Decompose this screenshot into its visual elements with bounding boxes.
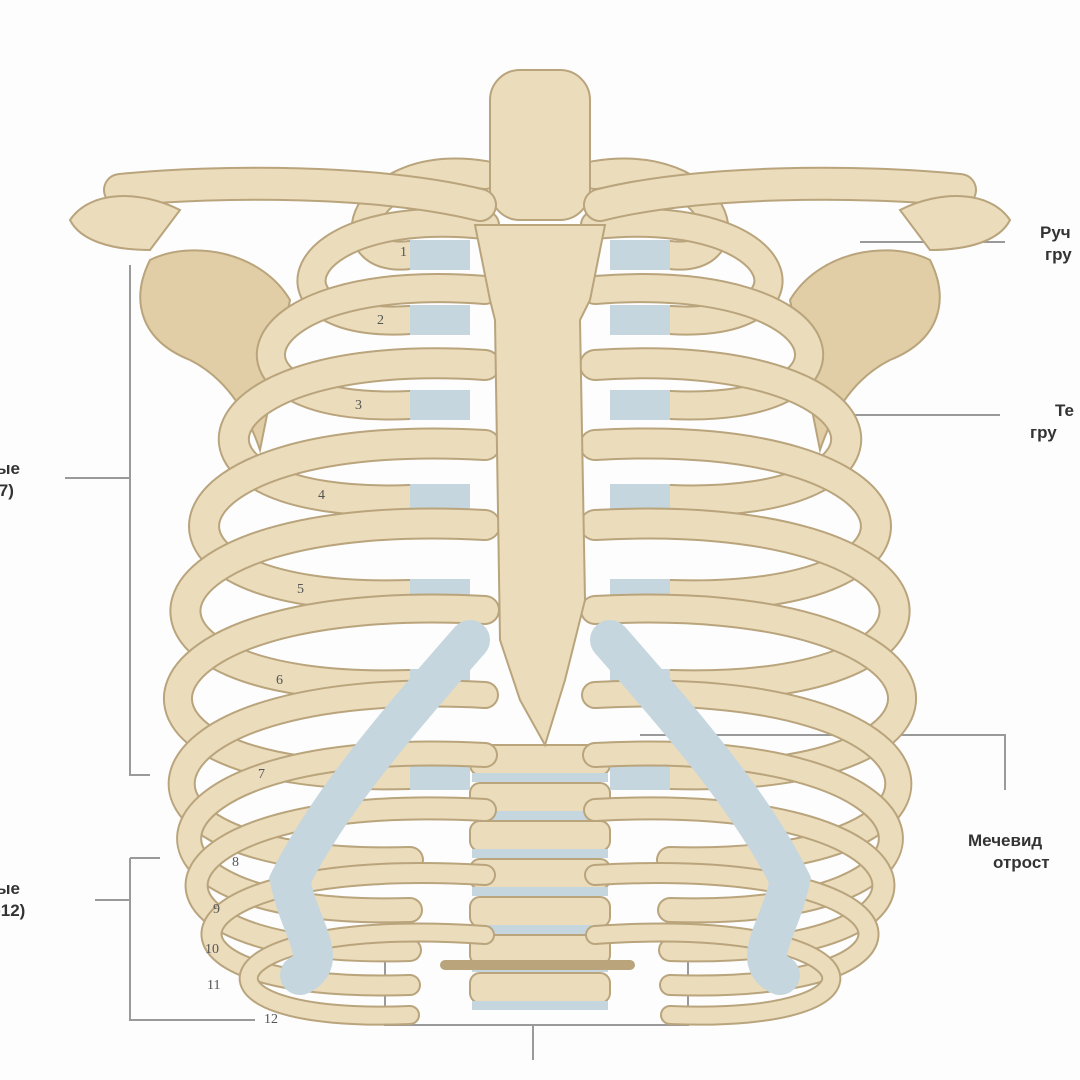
rib-number-label: 8 (232, 855, 239, 870)
leader-line (129, 858, 255, 1021)
left-costal-margin (269, 620, 490, 995)
rib-number-label: 6 (276, 673, 283, 688)
rib-1-left (352, 159, 498, 269)
left-acromion (68, 195, 182, 252)
rib-number-label: 11 (207, 978, 221, 993)
rib-4-left (219, 349, 499, 515)
leader-line (640, 734, 1006, 790)
rib-5-right (581, 429, 890, 610)
rib-number-label: 2 (377, 313, 384, 328)
intervertebral-disc (472, 773, 608, 782)
label-line: (1-7) (0, 481, 14, 500)
right-acromion (898, 195, 1012, 252)
rib-12-left (240, 924, 493, 1024)
label-sternum-body: Те гру (1030, 400, 1074, 444)
sternum (473, 224, 607, 748)
intervertebral-disc (472, 925, 608, 934)
intervertebral-disc (472, 811, 608, 820)
cervical-vertebrae (489, 69, 591, 221)
vertebra (469, 896, 611, 928)
rib-2-left (298, 209, 498, 334)
rib-1-right (582, 159, 728, 269)
rib-12-right (587, 924, 840, 1024)
leader-line (129, 265, 150, 776)
rib-6-right (581, 509, 909, 700)
intervertebral-disc (472, 1001, 608, 1010)
rib-4-right (581, 349, 861, 515)
label-xiphoid-process: Мечевид отрост (968, 830, 1050, 874)
rib-2-right (582, 209, 782, 334)
vertebra (469, 820, 611, 852)
rib-number-label: 7 (258, 767, 265, 782)
label-line: Мечевид (968, 831, 1043, 850)
right-clavicle (585, 168, 975, 220)
label-line: Руч (1040, 223, 1071, 242)
vertebra (469, 972, 611, 1004)
label-line: гру (1045, 245, 1072, 264)
label-line: ые (0, 459, 20, 478)
rib-3-left (258, 275, 498, 419)
label-line: гру (1030, 423, 1057, 442)
rib-number-label: 3 (355, 398, 362, 413)
left-clavicle (105, 168, 495, 220)
rib-number-label: 9 (213, 902, 220, 917)
label-line: (8-12) (0, 901, 26, 920)
intervertebral-disc (472, 849, 608, 858)
rib-number-label: 12 (264, 1012, 278, 1027)
label-true-ribs: ые (1-7) (0, 458, 20, 502)
rib-6-left (171, 509, 499, 700)
intervertebral-disc (472, 887, 608, 896)
label-line: Те (1055, 401, 1074, 420)
rib-3-right (582, 275, 822, 419)
rib-number-label: 10 (205, 942, 219, 957)
rib-number-label: 1 (400, 245, 407, 260)
label-manubrium: Руч гру (1040, 222, 1072, 266)
rib-number-label: 4 (318, 488, 325, 503)
rib-5-left (190, 429, 499, 610)
label-line: ые (0, 879, 20, 898)
rib-number-label: 5 (297, 582, 304, 597)
right-costal-margin (590, 620, 811, 995)
label-false-ribs: ые (8-12) (0, 878, 25, 922)
label-line: отрост (993, 853, 1050, 872)
